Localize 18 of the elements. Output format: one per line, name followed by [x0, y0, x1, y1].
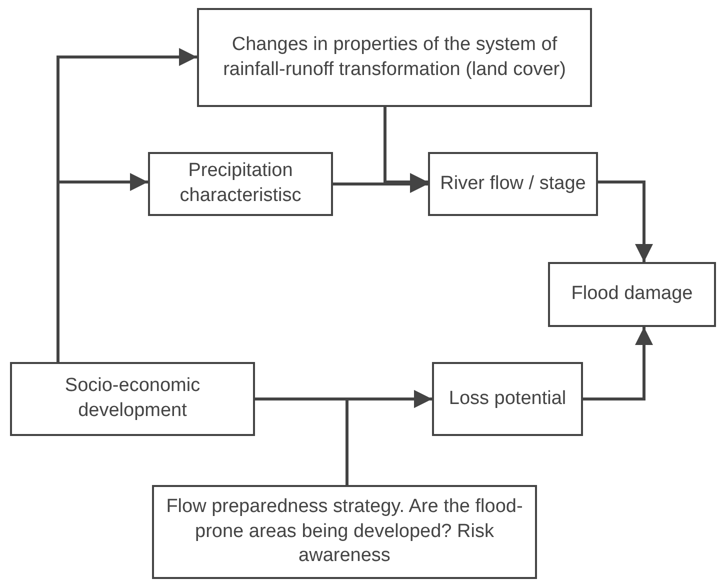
process-box — [152, 485, 537, 579]
arrow — [583, 327, 653, 400]
box-text: Precipitation characteristisc — [178, 159, 302, 208]
arrow — [56, 173, 148, 362]
box-text: Loss potential — [448, 386, 566, 411]
process-box — [197, 8, 592, 107]
box-text: Socio-economic development — [64, 374, 202, 423]
process-box — [432, 362, 583, 436]
process-box — [548, 262, 716, 327]
box-text: Flow preparedness strategy. Are the flood-prone areas being developed? Risk awareness — [165, 494, 524, 568]
arrow — [346, 390, 432, 485]
process-box — [10, 362, 255, 436]
box-text: Changes in properties of the system of rainfall-runoff transformation (land cover) — [222, 32, 567, 82]
process-box — [148, 152, 333, 216]
arrow — [598, 180, 653, 262]
box-text: Flood damage — [571, 282, 693, 306]
box-text: River flow / stage — [440, 172, 586, 196]
process-box — [428, 152, 598, 216]
